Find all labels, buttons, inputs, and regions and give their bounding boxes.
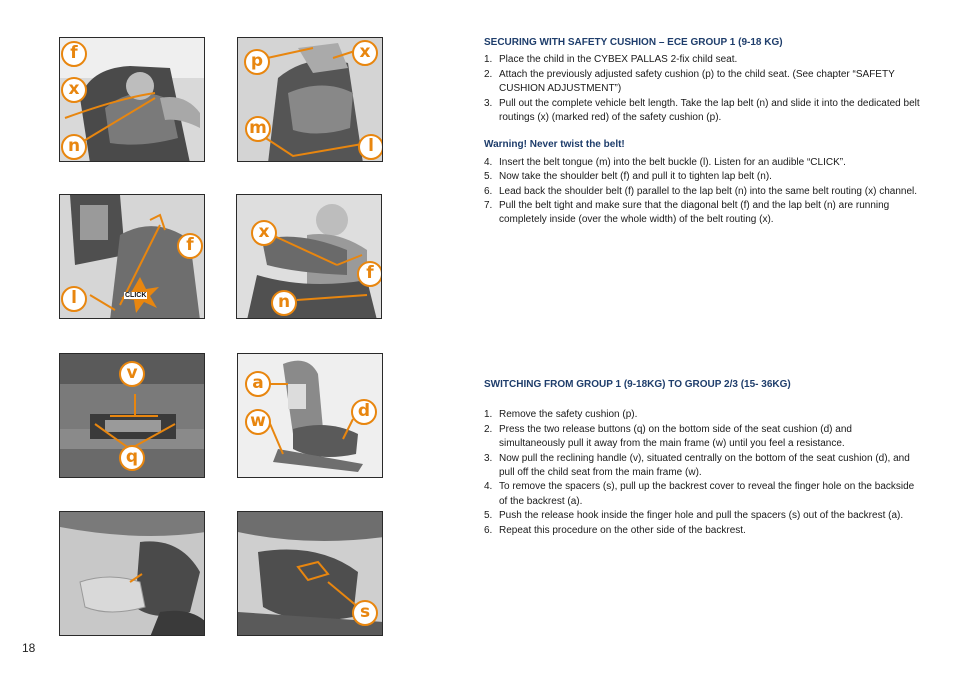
figure-2-attach-cushion: p x m l	[237, 37, 383, 162]
label-n: n	[271, 290, 297, 316]
label-x: x	[352, 40, 378, 66]
click-stamp: CLICK	[124, 292, 148, 299]
label-l: l	[358, 134, 382, 160]
label-p: p	[244, 49, 270, 75]
step: 3.Pull out the complete vehicle belt len…	[484, 97, 920, 124]
label-l: l	[61, 286, 87, 312]
figure-7-illustration	[60, 512, 204, 635]
page-number: 18	[22, 641, 36, 655]
label-x: x	[61, 77, 87, 103]
step: 6.Repeat this procedure on the other sid…	[484, 524, 746, 536]
section-securing-heading: SECURING WITH SAFETY CUSHION – ECE GROUP…	[484, 37, 783, 48]
step: 4.To remove the spacers (s), pull up the…	[484, 481, 915, 507]
label-v: v	[119, 361, 145, 387]
label-d: d	[351, 399, 377, 425]
step: 2.Press the two release buttons (q) on t…	[484, 423, 852, 450]
step: 7.Pull the belt tight and make sure that…	[484, 200, 890, 226]
label-f: f	[177, 233, 203, 259]
label-s: s	[352, 600, 378, 626]
section-securing-steps: 1.Place the child in the CYBEX PALLAS 2-…	[484, 53, 920, 125]
step: 6.Lead back the shoulder belt (f) parall…	[484, 185, 918, 197]
step: 5.Now take the shoulder belt (f) and pul…	[484, 171, 772, 183]
figure-4-shoulder-belt: x f n	[236, 194, 382, 319]
figure-8-illustration	[238, 512, 382, 635]
label-m: m	[245, 116, 271, 142]
section-switching-steps: 1.Remove the safety cushion (p). 2.Press…	[484, 408, 920, 538]
figure-3-buckle-click: CLICK f l	[59, 194, 205, 319]
section-switching: SWITCHING FROM GROUP 1 (9-18KG) TO GROUP…	[484, 378, 920, 538]
label-w: w	[245, 409, 271, 435]
section-securing-steps-2: 4.Insert the belt tongue (m) into the be…	[484, 156, 920, 228]
label-q: q	[119, 445, 145, 471]
figure-8-remove-spacers: s	[237, 511, 383, 636]
figure-7-finger-hole	[59, 511, 205, 636]
warning-text: Warning! Never twist the belt!	[484, 139, 625, 151]
figure-5-release-buttons: v q	[59, 353, 205, 478]
figure-1-child-in-seat: f x n	[59, 37, 205, 162]
section-switching-heading: SWITCHING FROM GROUP 1 (9-18KG) TO GROUP…	[484, 379, 791, 390]
figure-6-main-frame: a w d	[237, 353, 383, 478]
label-a: a	[245, 371, 271, 397]
label-n: n	[61, 134, 87, 160]
label-x: x	[251, 220, 277, 246]
label-f: f	[357, 261, 381, 287]
step: 4.Insert the belt tongue (m) into the be…	[484, 156, 846, 168]
step: 1.Place the child in the CYBEX PALLAS 2-…	[484, 54, 738, 66]
step: 2.Attach the previously adjusted safety …	[484, 68, 895, 95]
step: 3.Now pull the reclining handle (v), sit…	[484, 452, 910, 479]
figure-1-illustration	[60, 38, 204, 161]
step: 1.Remove the safety cushion (p).	[484, 409, 638, 421]
step: 5.Push the release hook inside the finge…	[484, 510, 904, 522]
figure-4-illustration	[237, 195, 381, 318]
section-securing: SECURING WITH SAFETY CUSHION – ECE GROUP…	[484, 36, 920, 228]
label-f: f	[61, 41, 87, 67]
